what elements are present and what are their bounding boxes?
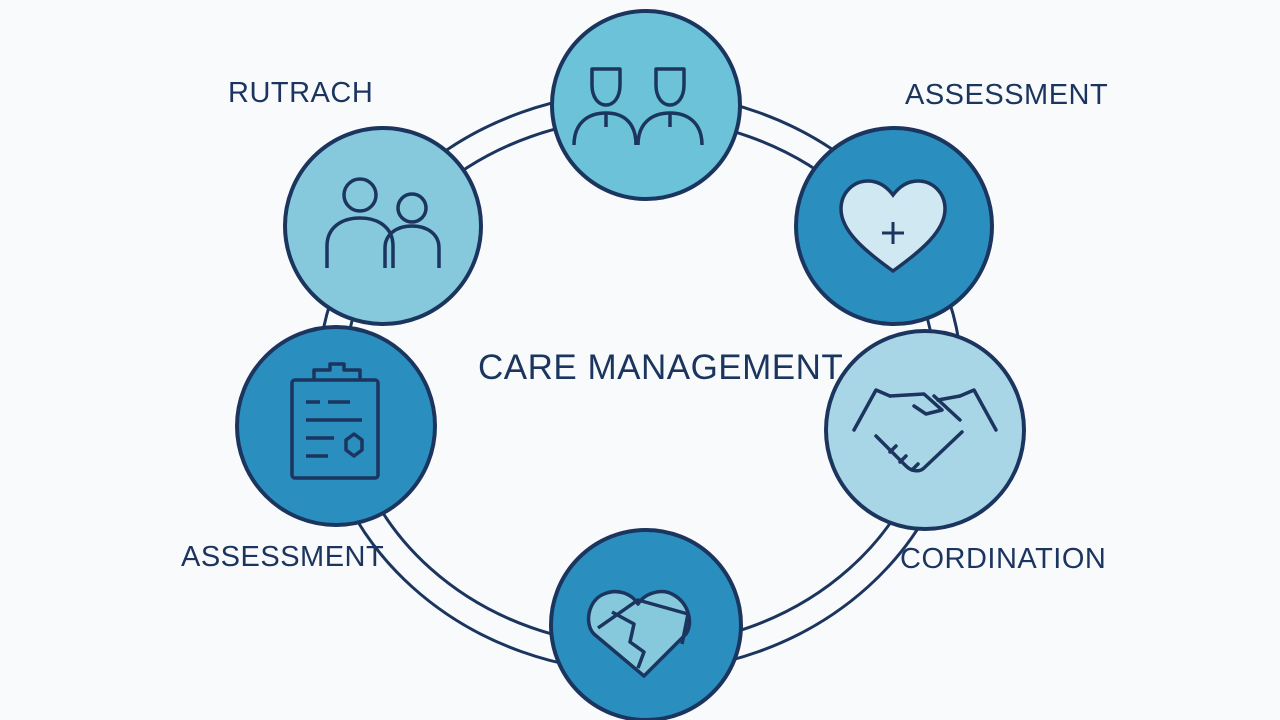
node-top (550, 9, 742, 201)
label-bottom-left: ASSESSMENT (181, 541, 385, 573)
two-people-icon (572, 67, 704, 146)
heart-care-icon (586, 589, 692, 678)
node-lower-left (235, 325, 437, 527)
heart-plus-icon (839, 179, 947, 274)
center-title: CARE MANAGEMENT (478, 348, 844, 387)
label-top-right: ASSESSMENT (905, 79, 1109, 111)
label-top-left: RUTRACH (228, 77, 374, 109)
node-upper-left (283, 126, 483, 326)
clipboard-icon (290, 362, 380, 480)
node-lower-right (824, 329, 1026, 531)
handshake-icon (852, 388, 998, 473)
node-upper-right (794, 126, 994, 326)
people-icon (325, 177, 441, 268)
node-bottom (549, 528, 743, 720)
label-bottom-right: CORDINATION (900, 543, 1107, 575)
